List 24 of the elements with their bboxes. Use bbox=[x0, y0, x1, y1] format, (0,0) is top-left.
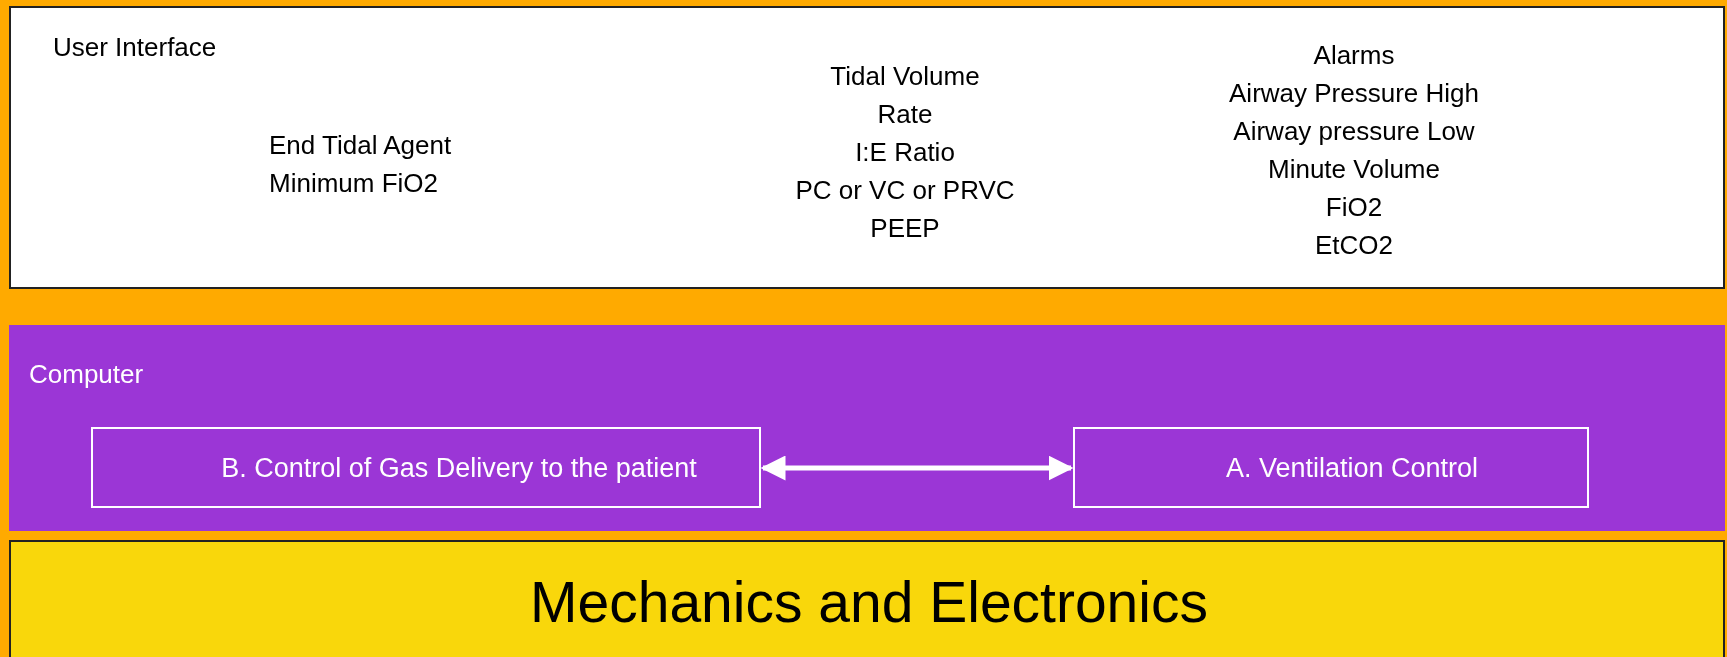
label-text: A. Ventilation Control bbox=[1225, 452, 1479, 485]
label-text: Airway pressure Low bbox=[1232, 115, 1476, 148]
label-text: Airway Pressure High bbox=[1229, 77, 1479, 110]
double-arrow bbox=[760, 455, 1074, 481]
label-text: PEEP bbox=[869, 212, 941, 245]
label-text: I:E Ratio bbox=[854, 136, 956, 169]
process-box bbox=[91, 427, 761, 508]
label-text: FiO2 bbox=[1324, 191, 1384, 224]
panel bbox=[9, 6, 1725, 289]
label-text: EtCO2 bbox=[1314, 229, 1394, 262]
label-text: PC or VC or PRVC bbox=[795, 174, 1015, 207]
process-box bbox=[1073, 427, 1589, 508]
label-text: Rate bbox=[876, 98, 934, 131]
band bbox=[9, 325, 1725, 531]
label-text: User Interface bbox=[53, 31, 217, 64]
label-text: Minimum FiO2 bbox=[269, 167, 439, 200]
label-text: End Tidal Agent bbox=[269, 129, 452, 162]
label-text: Tidal Volume bbox=[829, 60, 981, 93]
label-text: Mechanics and Electronics bbox=[530, 569, 1208, 635]
label-text: Computer bbox=[29, 358, 144, 390]
label-text: Minute Volume bbox=[1267, 153, 1441, 186]
label-text: Alarms bbox=[1312, 39, 1396, 72]
label-text: B. Control of Gas Delivery to the patient bbox=[221, 452, 697, 485]
band bbox=[9, 540, 1725, 657]
